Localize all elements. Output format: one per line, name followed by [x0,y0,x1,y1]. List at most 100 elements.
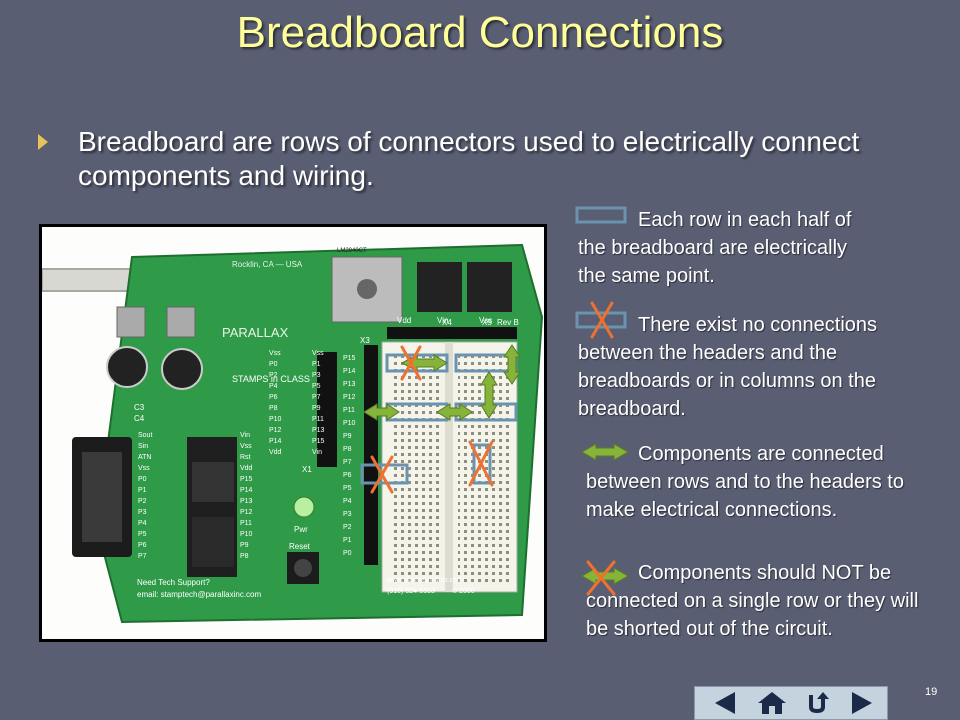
connector-x5 [467,262,512,312]
header-x3-left [364,345,378,565]
board-x4-label: X4 [442,318,452,327]
header-pin-label: P11 [343,407,355,414]
header-pin-label: P5 [343,485,352,492]
board-c4-label: C4 [134,414,145,423]
board-email: email: stamptech@parallaxinc.com [137,590,262,599]
capacitor-1 [106,346,148,388]
annotation-crosses [370,345,494,494]
db9-label: Sin [138,443,148,450]
annotation-arrows [363,344,521,421]
board-year: © 2000 [452,587,475,595]
header-pin-label: P12 [343,394,356,401]
pin-label: P2 [269,372,278,379]
board-x5-label: X5 [482,318,492,327]
pin-label: P9 [312,405,321,412]
header-pin-label: P9 [343,433,352,440]
board-x1-label: X1 [302,465,312,474]
board-c3-label: C3 [134,403,145,412]
previous-slide-button[interactable] [705,689,749,717]
potentiometer-2 [166,306,196,338]
pin-label: P5 [312,383,321,390]
board-phone: (916) 624-8333 [387,588,435,595]
header-top-labels: Vdd Vin Vss [397,316,492,325]
reset-button-cap-icon [294,559,312,577]
board-website: www.stampsinclass.com [386,577,463,584]
board-pwr-label: Pwr [294,525,308,534]
chip-pin-label: Rst [240,454,251,461]
chip-pin-label: P12 [240,509,253,516]
legend-text-4: Components should NOT be connected on a … [586,562,919,640]
pin-labels-b: Vss P1 P3 P5 P7 P9 P11 P13 P15 Vin [312,350,325,456]
pin-labels-a: Vss P0 P2 P4 P6 P8 P10 P12 P14 Vdd [269,350,282,456]
pin-label: Vss [312,350,324,357]
arrow-horizontal-2 [363,403,400,421]
chip-2 [192,517,234,567]
legend-text-3: Components are connected between rows an… [586,443,904,521]
pin-label: P13 [312,427,325,434]
board-reset-label: Reset [289,542,311,551]
bullet-marker-icon [38,134,48,150]
board-brand: PARALLAX [222,325,289,340]
board-support: Need Tech Support? [137,578,210,587]
regulator-hole-icon [357,279,377,299]
pin-label: P10 [269,416,282,423]
chip-pin-label: Vdd [240,465,253,472]
header-top [387,327,517,339]
legend-text-2: There exist no connections between the h… [578,314,878,420]
next-slide-button[interactable] [840,689,884,717]
pin-label: P15 [312,438,325,445]
pin-label: Vdd [269,449,282,456]
header-pin-label: P15 [343,355,356,362]
header-pin-label: P14 [343,368,356,375]
header-top-label: Vdd [397,316,411,325]
potentiometer-1 [116,306,146,338]
pin-label: P12 [269,427,282,434]
arrow-vertical-2 [480,371,498,419]
breadboard-center-channel [445,342,453,592]
header-top-label: Vin [437,316,448,325]
board-regulator-label: LM2940CT [337,248,367,254]
home-button[interactable] [750,689,794,717]
header-pin-label: P0 [343,550,352,557]
capacitor-2 [161,348,203,390]
board-location: Rocklin, CA — USA [232,260,303,269]
legend-text-1: Each row in each half of the breadboard … [578,209,852,287]
header-left-labels: P15 P14 P13 P12 P11 P10 P9 P8 P7 P6 P5 P… [343,355,356,557]
arrow-vertical-1 [503,344,521,385]
header-pin-label: P1 [343,537,352,544]
header-pin-label: P4 [343,498,352,505]
chip-pin-label: P8 [240,553,249,560]
slide-navigation-bar [694,686,888,720]
chip-pin-label: Vss [240,443,252,450]
header-pin-label: P6 [343,472,352,479]
header-pin-label: P10 [343,420,356,427]
chip-pin-label: P11 [240,520,252,527]
connector-x4 [417,262,462,312]
pin-label: P8 [269,405,278,412]
board-illustration: PARALLAX STAMPS in CLASS Rocklin, CA — U… [41,243,544,624]
pin-label: P4 [269,383,278,390]
db9-label: Vss [138,465,150,472]
slide-title: Breadboard Connections [236,8,724,57]
page-number: 19 [925,686,938,698]
board-photo: PARALLAX STAMPS in CLASS Rocklin, CA — U… [39,224,547,642]
header-pin-label: P3 [343,511,352,518]
header-pin-label: P13 [343,381,356,388]
header-pin-label: P8 [343,446,352,453]
board-logo: STAMPS in CLASS [232,374,310,384]
chip-pin-label: P10 [240,531,253,538]
db9-label: P6 [138,542,147,549]
db9-label: ATN [138,454,151,461]
db9-label: P4 [138,520,147,527]
chip-pin-label: Vin [240,432,250,439]
pin-label: P0 [269,361,278,368]
chip-pin-label: P9 [240,542,249,549]
chip-pin-label: P13 [240,498,253,505]
db9-label: P7 [138,553,147,560]
pin-label: Vin [312,449,322,456]
db9-label: P3 [138,509,147,516]
header-p-pins [317,352,337,467]
db9-shell [82,452,122,542]
bullet-text: Breadboard are rows of connectors used t… [78,126,860,191]
return-button[interactable] [795,689,839,717]
